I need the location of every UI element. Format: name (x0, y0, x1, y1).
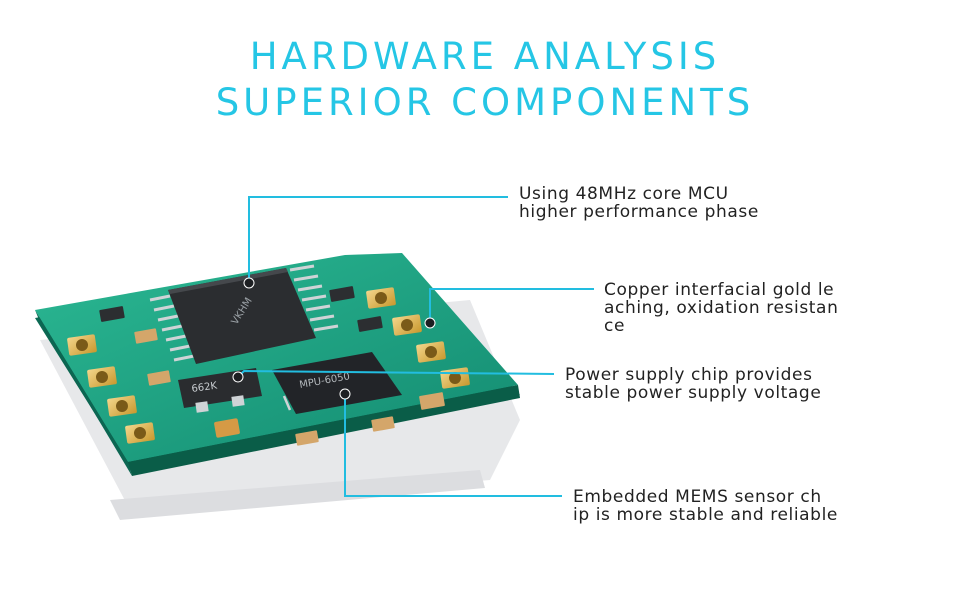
leader-dots (232, 277, 436, 400)
regulator-marking: 662K (191, 380, 218, 395)
callout-power: Power supply chip provides stable power … (565, 366, 821, 402)
callout-power-line2: stable power supply voltage (565, 383, 822, 403)
resistor (357, 316, 383, 332)
callout-mcu-line1: Using 48MHz core MCU (519, 184, 729, 204)
callout-mcu-line2: higher performance phase (519, 202, 759, 222)
leader-dot-power (232, 371, 244, 383)
mcu-chip: VKHM (149, 264, 339, 364)
resistor (147, 370, 171, 386)
callout-mems-line2: ip is more stable and reliable (573, 505, 838, 525)
passive-components (99, 286, 445, 446)
callout-gold-line2: aching, oxidation resistan (604, 298, 839, 318)
callout-power-line1: Power supply chip provides (565, 365, 813, 385)
gold-pad (87, 366, 117, 388)
imu-chip: MPU-6050 (272, 352, 402, 414)
leader-line-mcu (248, 196, 508, 283)
title-line-2: SUPERIOR COMPONENTS (215, 81, 755, 124)
gold-pad (392, 314, 422, 336)
resistor (134, 328, 158, 344)
callout-gold-line3: ce (604, 316, 626, 336)
title-line-1: HARDWARE ANALYSIS (249, 35, 721, 78)
gold-pad (67, 334, 97, 356)
leader-dot-gold (424, 317, 436, 329)
callout-gold: Copper interfacial gold le aching, oxida… (604, 281, 838, 335)
resistor (99, 306, 125, 322)
gold-pad (107, 395, 137, 417)
callout-mems: Embedded MEMS sensor ch ip is more stabl… (573, 488, 838, 524)
gold-pad (366, 287, 396, 309)
callout-gold-line1: Copper interfacial gold le (604, 280, 835, 300)
leader-dot-mems (339, 388, 351, 400)
gold-pad (125, 422, 155, 444)
leader-line-mems (344, 396, 562, 497)
gold-pad (416, 341, 446, 363)
leader-line-gold (429, 288, 594, 323)
resistor (295, 430, 319, 446)
resistor (419, 392, 445, 410)
callout-mcu: Using 48MHz core MCU higher performance … (519, 185, 759, 221)
capacitor (214, 418, 240, 438)
leader-dot-mcu (243, 277, 255, 289)
pcb-board (35, 253, 520, 476)
mcu-pins (149, 264, 339, 362)
resistor (371, 416, 395, 432)
callout-mems-line1: Embedded MEMS sensor ch (573, 487, 822, 507)
resistor (329, 286, 355, 302)
